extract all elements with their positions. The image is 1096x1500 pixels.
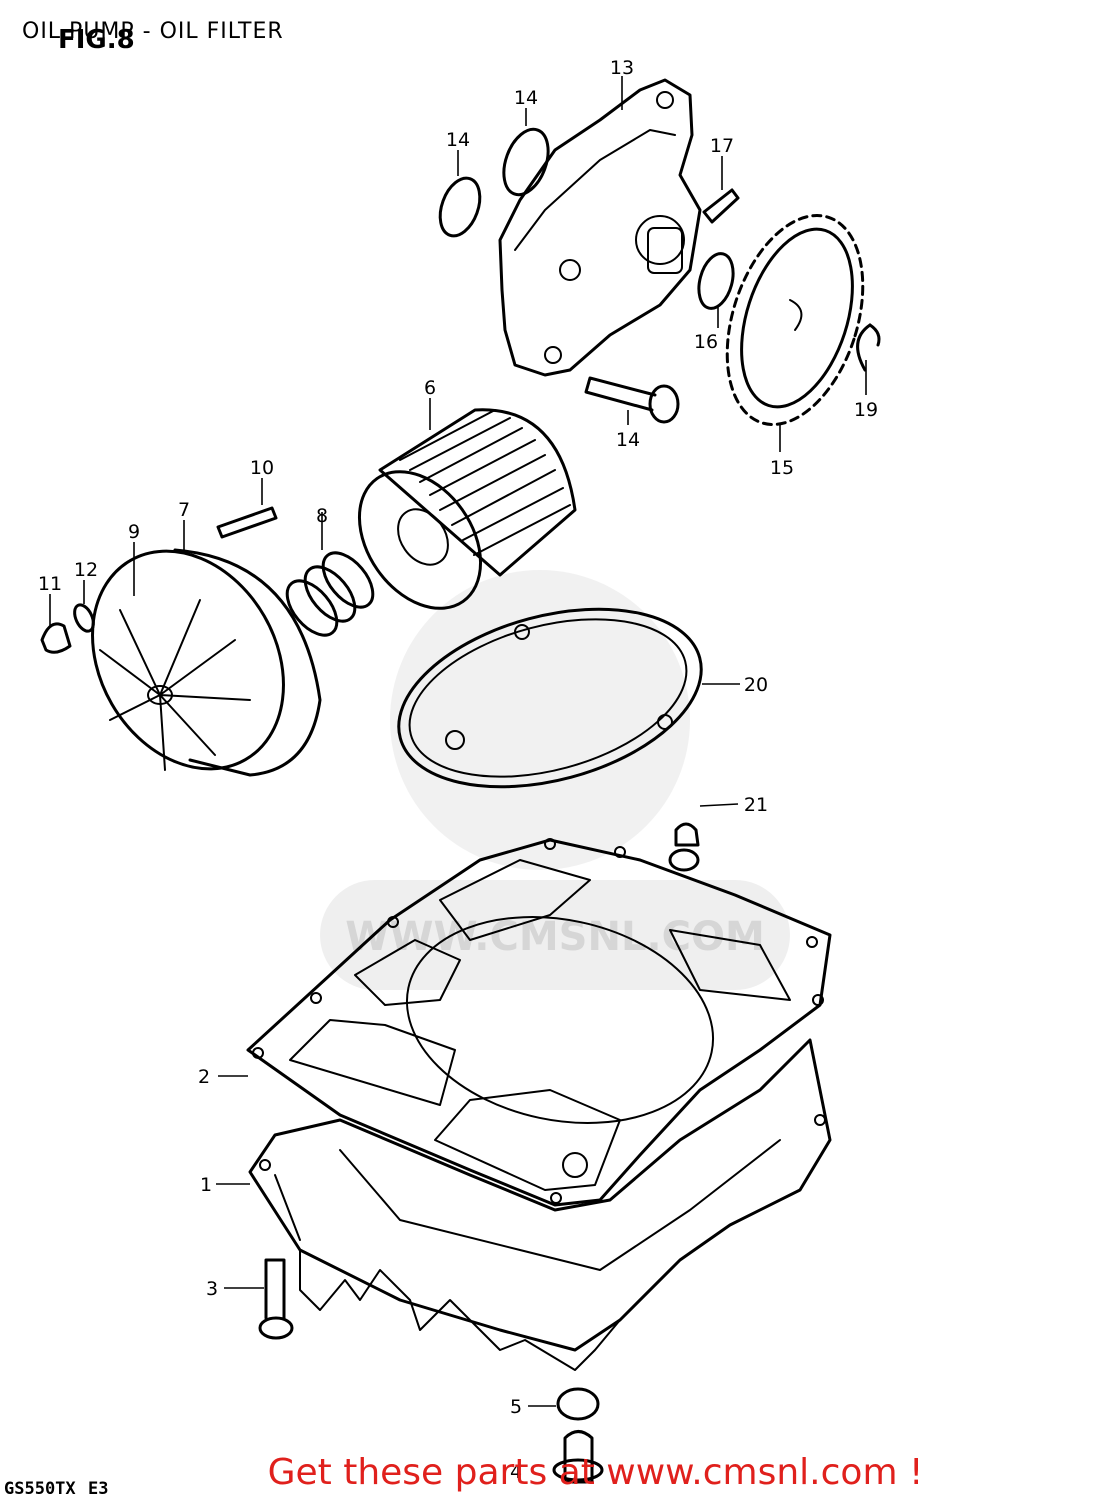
- part-label-3: 3: [206, 1278, 218, 1300]
- page-title: OIL PUMP - OIL FILTER: [22, 19, 284, 44]
- part-label-20: 20: [744, 674, 768, 696]
- part-label-19: 19: [854, 399, 878, 421]
- part-label-17: 16: [694, 331, 718, 353]
- part-label-5: 5: [510, 1396, 522, 1418]
- part-label-16: 15: [770, 457, 794, 479]
- part-label-11: 11: [38, 573, 62, 595]
- leader-lines: [49, 76, 867, 1407]
- footer-banner[interactable]: Get these parts at www.cmsnl.com !: [0, 1452, 1096, 1493]
- drain-plug: [552, 1430, 604, 1484]
- circlip: [856, 323, 881, 372]
- thrust-washer: [697, 252, 735, 310]
- part-label-15: 14: [616, 429, 640, 451]
- part-label-2: 2: [198, 1066, 210, 1088]
- watermark-text: WWW.CMSNL.COM: [345, 914, 765, 960]
- part-label-4: 4: [510, 1461, 522, 1483]
- o-ring-large: [502, 127, 550, 197]
- cap-nut-washer: [73, 603, 95, 633]
- filter-spring: [285, 551, 375, 637]
- part-label-12: 12: [74, 559, 98, 581]
- cap-nut: [40, 622, 72, 654]
- o-ring-small: [438, 176, 482, 238]
- oil-filter-element: [357, 408, 577, 610]
- region-code: E3: [88, 1479, 108, 1499]
- part-label-21: 21: [744, 794, 768, 816]
- footer-link-text[interactable]: Get these parts at www.cmsnl.com !: [267, 1452, 924, 1493]
- oil-pan: [248, 1038, 832, 1371]
- oil-pump-body: [498, 78, 702, 377]
- oil-pump-gear: [725, 214, 865, 426]
- part-label-8: 8: [316, 505, 328, 527]
- part-number-labels: 13 14 14 17 16 15 19 14 6 10 8 7 9 12 11…: [38, 57, 878, 1483]
- part-label-6: 6: [424, 377, 436, 399]
- gasket-bolt: [668, 822, 700, 872]
- dowel-pin-18: [702, 188, 740, 224]
- oil-pan-gasket: [246, 838, 832, 1207]
- part-label-9: 9: [128, 521, 140, 543]
- part-label-14a: 14: [514, 87, 538, 109]
- part-label-1: 1: [200, 1174, 212, 1196]
- oil-filter-cap: [91, 548, 322, 777]
- figure-label: FIG.8: [58, 25, 135, 55]
- part-label-13: 13: [610, 57, 634, 79]
- part-label-18: 17: [710, 135, 734, 157]
- part-label-7: 7: [178, 499, 190, 521]
- dowel-pin-10: [216, 506, 278, 539]
- drain-plug-gasket: [556, 1387, 600, 1421]
- pump-bolt: [584, 376, 680, 424]
- part-label-10: 10: [250, 457, 274, 479]
- filter-gasket: [397, 607, 703, 789]
- model-code: GS550TX: [4, 1479, 76, 1499]
- part-label-14b: 14: [446, 129, 470, 151]
- oil-pan-bolt: [258, 1258, 294, 1340]
